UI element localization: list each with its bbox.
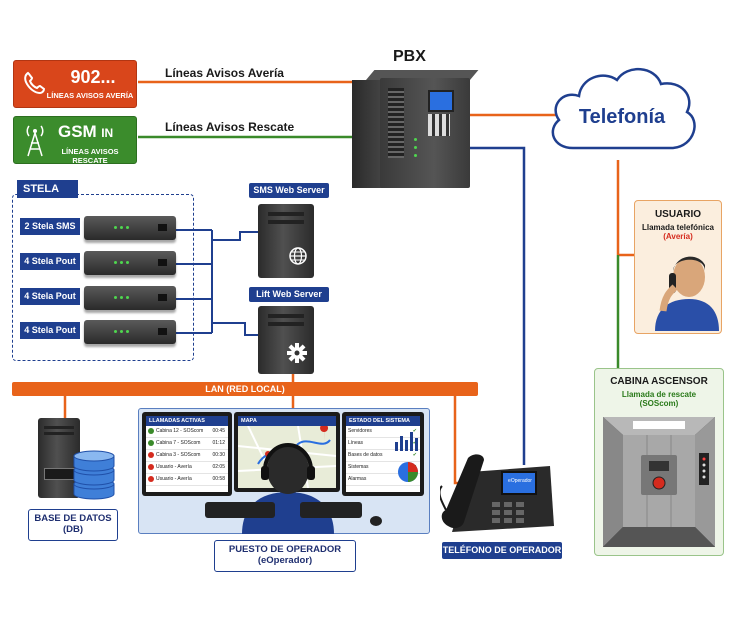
telefonia-title: Telefonía bbox=[578, 106, 666, 128]
gear-icon bbox=[287, 343, 307, 363]
averia-lines-box: 902... LÍNEAS AVISOS AVERÍA bbox=[13, 60, 137, 108]
stela-device-label: 4 Stela Pout bbox=[20, 288, 80, 305]
usuario-title: USUARIO bbox=[654, 209, 702, 220]
rescate-subtitle: LÍNEAS AVISOS RESCATE bbox=[61, 147, 119, 165]
operator-person bbox=[242, 443, 334, 534]
usuario-line1: Llamada telefónica bbox=[641, 223, 715, 232]
stela-device bbox=[84, 320, 176, 344]
sms-web-server bbox=[258, 204, 314, 278]
monitor-estado: ESTADO DEL SISTEMA Servidores✔ Líneas✔ B… bbox=[342, 412, 424, 496]
keyboard bbox=[300, 502, 362, 518]
sms-server-label: SMS Web Server bbox=[249, 183, 329, 198]
gsm-number: GSM bbox=[58, 122, 97, 141]
stela-device-label: 2 Stela SMS bbox=[20, 218, 80, 235]
usuario-line2: (Avería) bbox=[663, 232, 693, 241]
status-row: Líneas✔ bbox=[346, 438, 420, 450]
lan-label: LAN (RED LOCAL) bbox=[205, 384, 285, 394]
cabina-line2: (SOScom) bbox=[639, 399, 679, 408]
rescate-link-label: Líneas Avisos Rescate bbox=[165, 120, 295, 134]
stela-device-label: 4 Stela Pout bbox=[20, 253, 80, 270]
cabina-title: CABINA ASCENSOR bbox=[610, 376, 708, 387]
cabina-line1: Llamada de rescate bbox=[621, 390, 697, 399]
database-cylinders-icon bbox=[73, 450, 115, 500]
database-label-line1: BASE DE DATOS bbox=[34, 513, 112, 524]
cabina-panel: CABINA ASCENSOR Llamada de rescate (SOSc… bbox=[594, 368, 724, 556]
phone-label: TELÉFONO DE OPERADOR bbox=[442, 542, 562, 559]
operator-label: PUESTO DE OPERADOR (eOperador) bbox=[214, 540, 356, 572]
gsm-suffix: IN bbox=[101, 126, 114, 140]
caller-person bbox=[655, 256, 719, 331]
lan-bar: LAN (RED LOCAL) bbox=[12, 382, 478, 396]
pie-chart-icon bbox=[398, 462, 418, 482]
telefonia-cloud bbox=[551, 67, 696, 150]
database-label: BASE DE DATOS (DB) bbox=[28, 509, 118, 541]
operator-label-line2: (eOperador) bbox=[257, 555, 313, 566]
database-label-line2: (DB) bbox=[62, 524, 84, 535]
mouse bbox=[370, 516, 382, 526]
pbx-title: PBX bbox=[393, 48, 426, 65]
phone-handset-icon bbox=[24, 71, 46, 95]
operator-label-line1: PUESTO DE OPERADOR bbox=[228, 544, 342, 555]
averia-number: 902... bbox=[70, 67, 116, 87]
stela-title: STELA bbox=[17, 180, 78, 198]
phone-screen-text: eOperador bbox=[508, 478, 532, 484]
bar-chart-icon bbox=[395, 432, 418, 451]
averia-subtitle: LÍNEAS AVISOS AVERÍA bbox=[46, 91, 134, 100]
status-row: Servidores✔ bbox=[346, 426, 420, 438]
mapa-title: MAPA bbox=[238, 416, 336, 426]
stela-device bbox=[84, 251, 176, 275]
desk-phone bbox=[440, 454, 554, 532]
antenna-tower-icon bbox=[26, 125, 44, 157]
stela-device bbox=[84, 286, 176, 310]
globe-icon bbox=[289, 247, 307, 265]
lift-web-server bbox=[258, 306, 314, 374]
estado-title: ESTADO DEL SISTEMA bbox=[346, 416, 420, 426]
keyboard bbox=[205, 502, 275, 518]
pbx-screen bbox=[428, 90, 454, 112]
llamadas-title: LLAMADAS ACTIVAS bbox=[146, 416, 228, 426]
lift-server-label: Lift Web Server bbox=[249, 287, 329, 302]
elevator-cabin bbox=[603, 417, 715, 547]
pbx-cabinet bbox=[352, 70, 479, 188]
usuario-panel: USUARIO Llamada telefónica (Avería) bbox=[634, 200, 722, 334]
database-server bbox=[38, 418, 80, 498]
stela-device-label: 4 Stela Pout bbox=[20, 322, 80, 339]
averia-link-label: Líneas Avisos Avería bbox=[165, 66, 284, 80]
status-row: Bases de datos✔ bbox=[346, 450, 420, 462]
gsm-label-group: GSM IN bbox=[58, 122, 113, 142]
stela-group bbox=[12, 194, 194, 361]
rescate-lines-box: GSM IN LÍNEAS AVISOS RESCATE bbox=[13, 116, 137, 165]
stela-device bbox=[84, 216, 176, 240]
